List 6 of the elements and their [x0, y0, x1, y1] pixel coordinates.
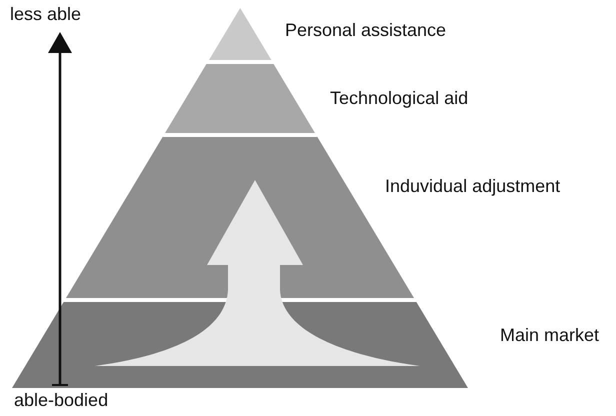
- axis-label: less able: [10, 4, 82, 25]
- band-label: Induvidual adjustment: [385, 176, 560, 197]
- band-label: Main market: [500, 325, 600, 346]
- band-label: Personal assistance: [284, 20, 446, 41]
- axis-label: able-bodied: [14, 390, 108, 411]
- band-label: Technological aid: [330, 88, 468, 109]
